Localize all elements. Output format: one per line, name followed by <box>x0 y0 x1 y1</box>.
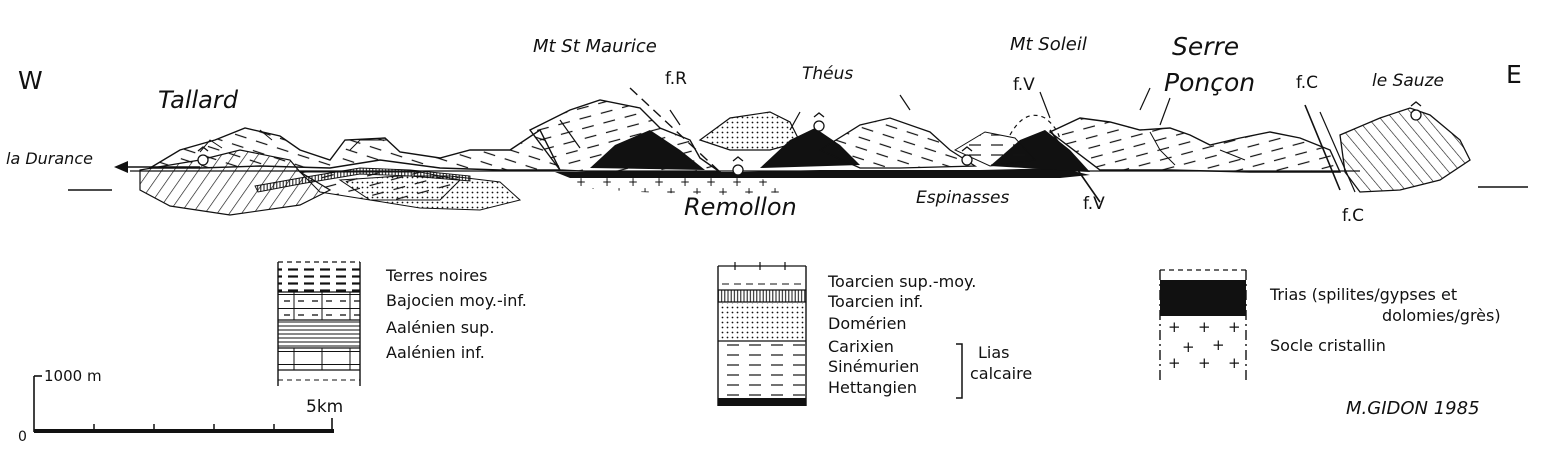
place-label-espinasses: Espinasses <box>916 188 1010 208</box>
svg-text:+: + <box>1198 318 1211 336</box>
fault-label-fv-bottom: f.V <box>1083 194 1105 214</box>
author-credit: M.GIDON 1985 <box>1346 398 1480 419</box>
place-label-mt-soleil: Mt Soleil <box>1010 34 1087 55</box>
fault-label-fv-top: f.V <box>1013 75 1035 95</box>
legend-lias-label: Lias <box>978 343 1010 362</box>
legend-toarcien-sup-moy: Toarcien sup.-moy. <box>828 272 977 291</box>
place-label-theus: Théus <box>802 64 854 84</box>
legend-column-1 <box>277 261 361 386</box>
scale-zero-label: 0 <box>18 429 27 445</box>
legend-toarcien-inf: Toarcien inf. <box>828 292 924 311</box>
svg-text:+: + <box>1198 354 1211 372</box>
fault-label-fc-top: f.C <box>1296 73 1319 93</box>
legend-calcaire-label: calcaire <box>970 364 1033 383</box>
place-label-tallard: Tallard <box>158 86 238 114</box>
place-label-serre: Serre <box>1172 32 1240 61</box>
scale-bar <box>33 375 334 433</box>
svg-text:+: + <box>1228 318 1241 336</box>
fault-label-fc-bottom: f.C <box>1342 206 1365 226</box>
legend-domerien: Domérien <box>828 314 907 333</box>
place-label-remollon: Remollon <box>684 193 797 221</box>
svg-text:+: + <box>1228 354 1241 372</box>
legend-bajocien: Bajocien moy.-inf. <box>386 291 527 310</box>
legend-hettangien: Hettangien <box>828 378 917 397</box>
place-label-le-sauze: le Sauze <box>1372 71 1444 91</box>
legend-trias-line2: dolomies/grès) <box>1382 306 1501 325</box>
place-label-mt-st-maurice: Mt St Maurice <box>533 36 657 57</box>
svg-text:+: + <box>1212 336 1225 354</box>
legend-column-3: +++ ++ +++ <box>1159 269 1247 382</box>
place-label-poncon: Ponçon <box>1164 68 1256 97</box>
legend-aalenien-inf: Aalénien inf. <box>386 343 485 362</box>
legend-socle-cristallin: Socle cristallin <box>1270 336 1386 355</box>
legend-sinemurien: Sinémurien <box>828 357 920 376</box>
legend-aalenien-sup: Aalénien sup. <box>386 318 495 337</box>
scale-horizontal-label: 5km <box>306 397 344 417</box>
legend-trias-line1: Trias (spilites/gypses et <box>1270 285 1458 304</box>
west-label: W <box>18 66 43 95</box>
fault-label-fr: f.R <box>665 69 687 89</box>
cross-section <box>68 87 1528 216</box>
legend-carixien: Carixien <box>828 337 894 356</box>
svg-text:+: + <box>1168 318 1181 336</box>
svg-text:+: + <box>1182 338 1195 356</box>
svg-text:+: + <box>1168 354 1181 372</box>
scale-vertical-label: 1000 m <box>44 367 102 385</box>
place-label-la-durance: la Durance <box>6 149 93 168</box>
legend-column-2 <box>717 262 963 406</box>
legend-terres-noires: Terres noires <box>386 266 488 285</box>
east-label: E <box>1506 60 1522 89</box>
